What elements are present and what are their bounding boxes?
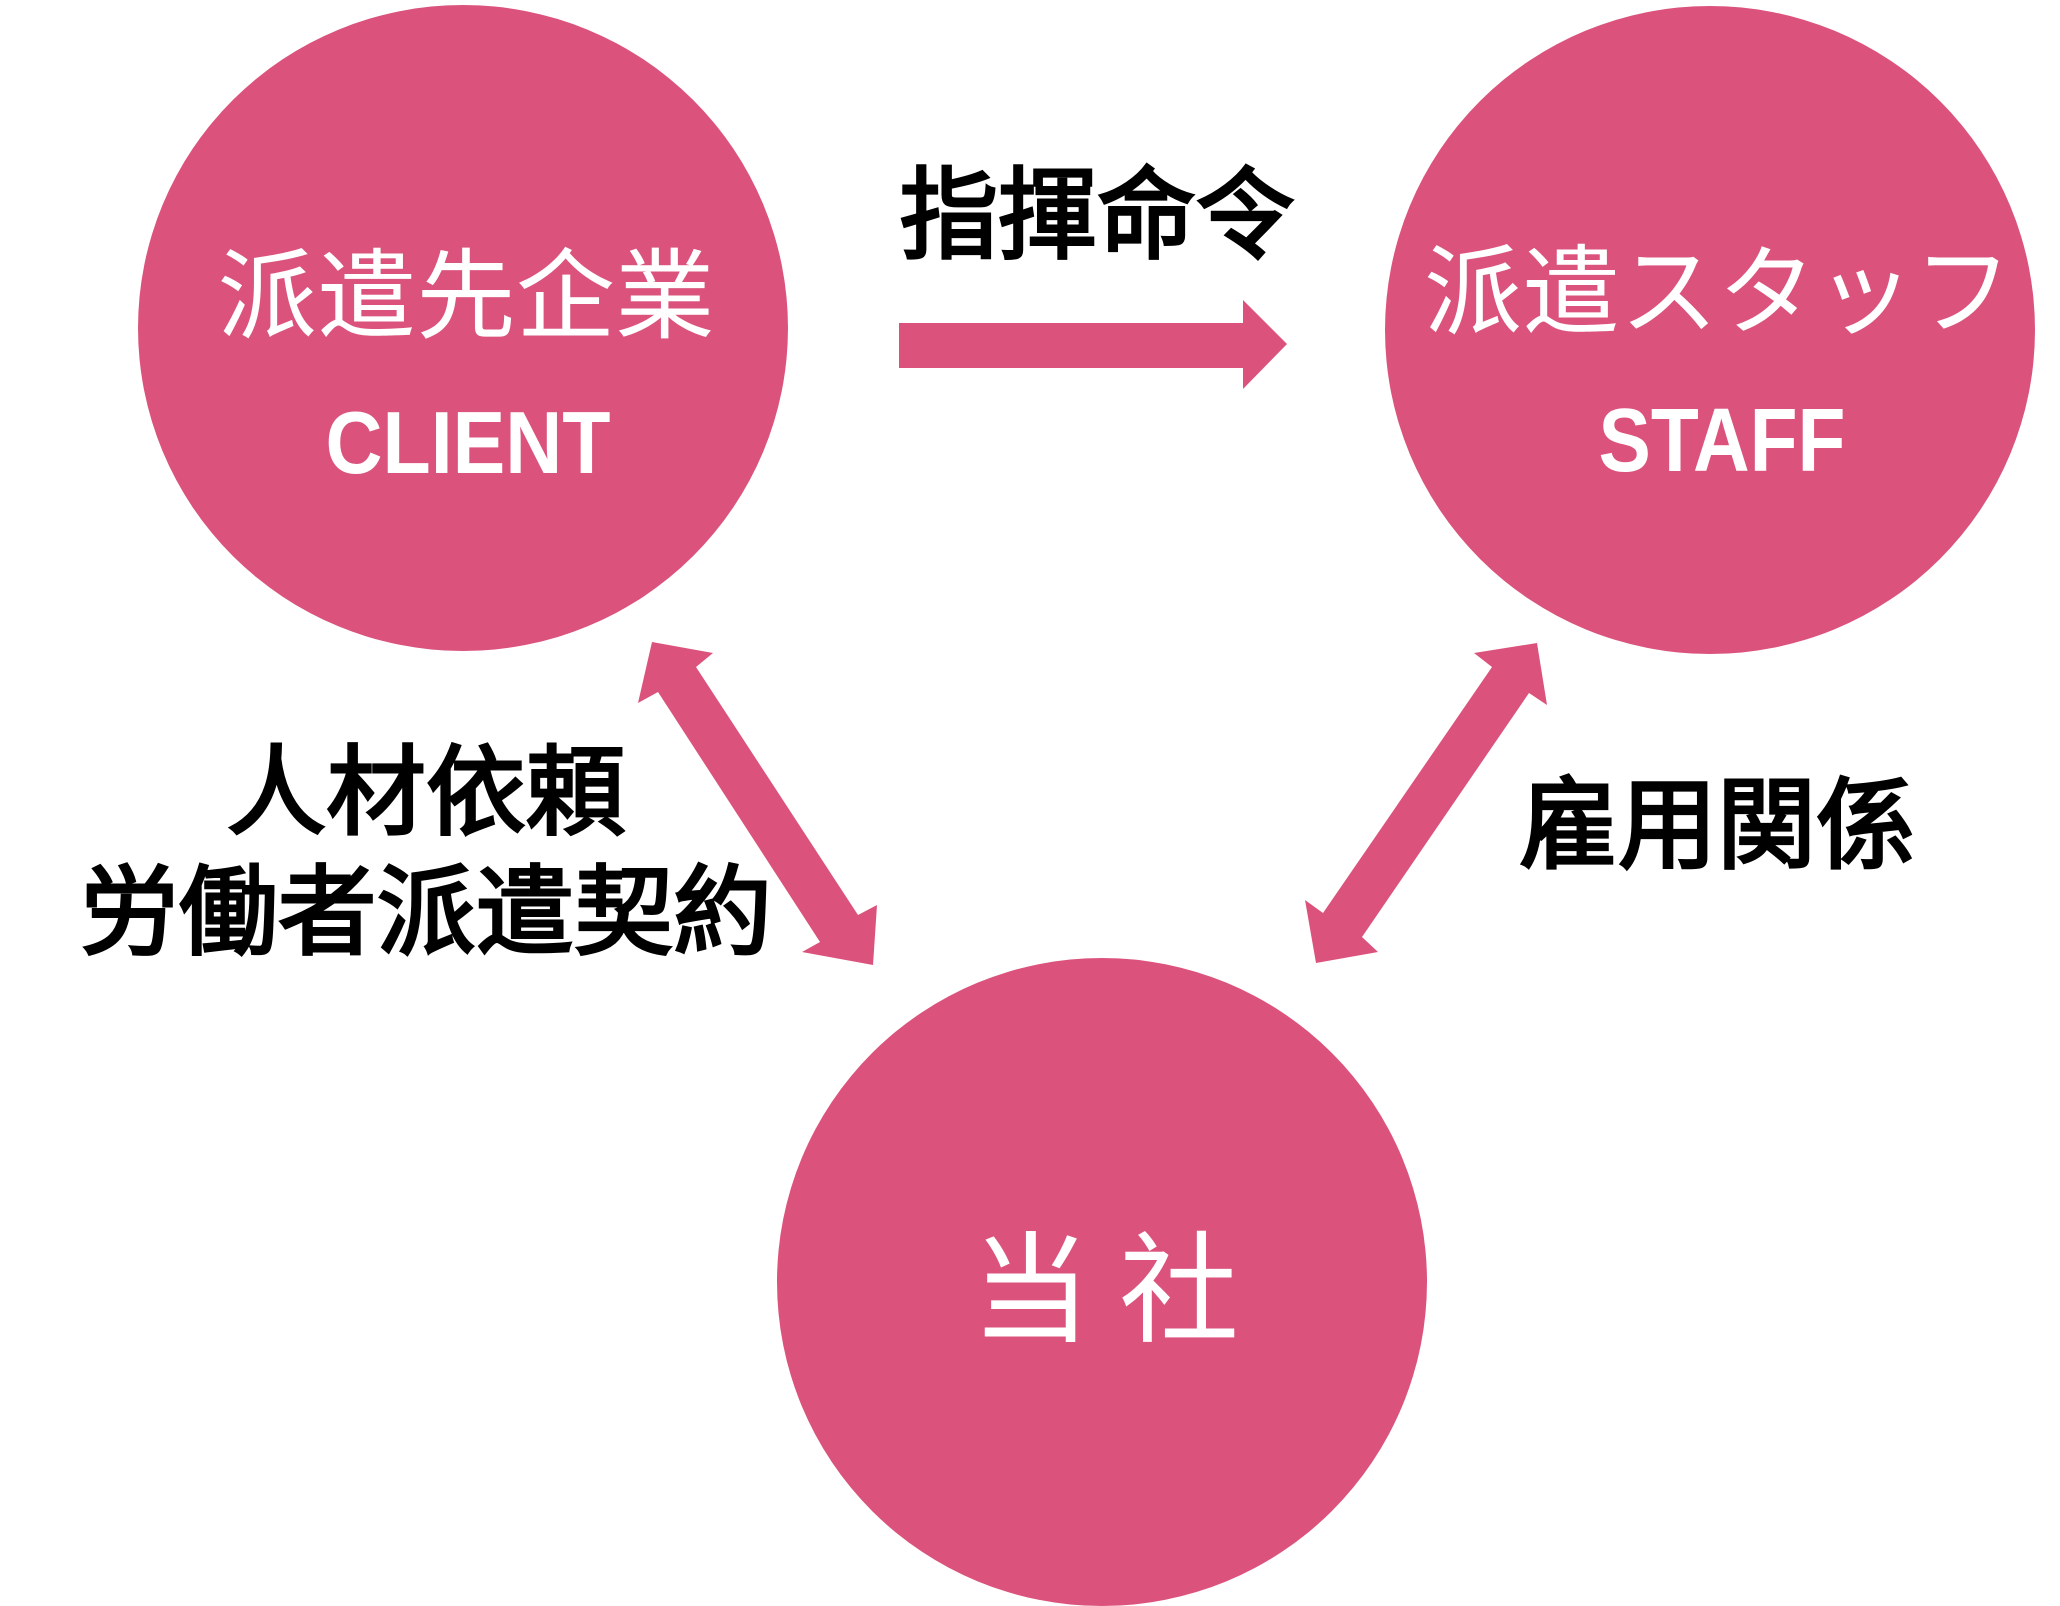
double-arrow-icon [638, 642, 877, 965]
client-label-jp: 派遣先企業 [218, 240, 715, 354]
contract-label-line2: 労働者派遣契約 [80, 856, 772, 970]
right-arrow-icon [899, 300, 1287, 389]
contract-edge: 人材依頼 労働者派遣契約 [80, 642, 877, 970]
staff-node: 派遣スタッフ STAFF [1385, 6, 2035, 654]
employment-label: 雇用関係 [1519, 767, 1915, 884]
company-circle [777, 958, 1427, 1606]
command-edge: 指揮命令 [899, 157, 1295, 389]
employment-edge: 雇用関係 [1305, 643, 1915, 963]
staff-label-en: STAFF [1599, 391, 1846, 491]
staff-label-jp: 派遣スタッフ [1424, 236, 2012, 350]
contract-label-line1: 人材依頼 [227, 736, 627, 850]
client-circle [138, 5, 788, 651]
company-node: 当社 [777, 958, 1427, 1606]
client-label-en: CLIENT [326, 393, 611, 492]
command-label: 指揮命令 [900, 157, 1296, 274]
client-node: 派遣先企業 CLIENT [138, 5, 788, 651]
double-arrow-icon [1305, 643, 1547, 963]
staff-circle [1385, 6, 2035, 654]
